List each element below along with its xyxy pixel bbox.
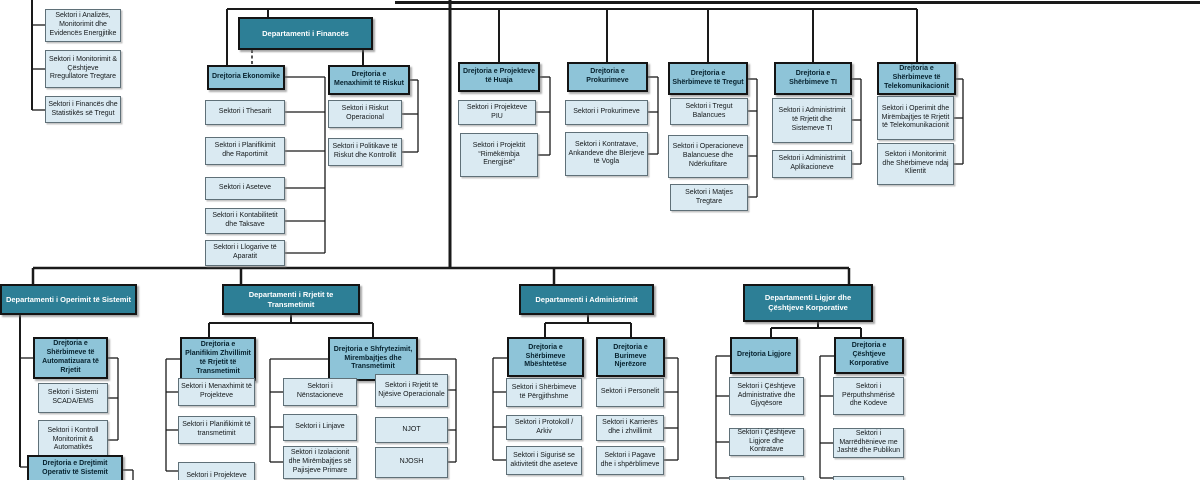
sector-administrimit-aplikacioneve-box: Sektori i Administrimit Aplikacioneve <box>772 150 852 178</box>
sector-prokurimeve-box: Sektori i Prokurimeve <box>565 100 648 125</box>
sector-administrimit-rrjetit-ti-box: Sektori i Administrimit të Rrjetit dhe S… <box>772 98 852 143</box>
sector-projekteve-box: Sektori i Projekteve <box>178 462 255 480</box>
department-rrjetit-transmetimit-box: Departamenti i Rrjetit te Transmetimit <box>222 284 360 315</box>
sector-box-partial-right <box>833 476 904 480</box>
sector-perputhshmerise-kodeve-box: Sektori i Përputhshmërisë dhe Kodeve <box>833 377 904 415</box>
sector-operimit-mirembajtjes-telekom-box: Sektori i Operimit dhe Mirëmbajtjes të R… <box>877 96 954 140</box>
sector-matjes-tregtare-box: Sektori i Matjes Tregtare <box>670 184 748 211</box>
sector-sigurise-aseteve-box: Sektori i Sigurisë se aktivitetit dhe as… <box>506 446 582 475</box>
directorate-ligjore-box: Drejtoria Ligjore <box>730 337 798 374</box>
sector-planifikimit-raportimit-box: Sektori i Planifikimit dhe Raportimit <box>205 137 285 165</box>
sector-kontroll-monitorimit-box: Sektori i Kontroll Monitorimit & Automat… <box>38 420 108 460</box>
directorate-automatizuara-rrjetit-box: Drejtoria e Shërbimeve të Automatizuara … <box>33 337 108 379</box>
department-administrimit-box: Departamenti i Administrimit <box>519 284 654 315</box>
sector-menaxhimit-projekteve-box: Sektori i Menaxhimit të Projekteve <box>178 378 255 406</box>
sector-politikave-riskut-box: Sektori i Politikave të Riskut dhe Kontr… <box>328 138 402 166</box>
directorate-sherbimeve-mbeshtetese-box: Drejtoria e Shërbimeve Mbështetëse <box>507 337 584 377</box>
sector-riskut-operacional-box: Sektori i Riskut Operacional <box>328 100 402 128</box>
directorate-burimeve-njerezore-box: Drejtoria e Burimeve Njerëzore <box>596 337 665 377</box>
sector-rrjetit-njesive-operacionale-box: Sektori i Rrjetit të Njësive Operacional… <box>375 374 448 407</box>
sector-kontratave-ankandeve-box: Sektori i Kontratave, Ankandeve dhe Bler… <box>565 132 648 176</box>
department-ligjor-korporative-box: Departamenti Ligjor dhe Çështjeve Korpor… <box>743 284 873 322</box>
sector-njot-box: NJOT <box>375 417 448 443</box>
directorate-sherbimeve-tregut-box: Drejtoria e Shërbimeve të Tregut <box>668 62 748 95</box>
sector-ceshtjeve-administrative-box: Sektori i Çështjeve Administrative dhe G… <box>729 377 804 415</box>
directorate-ekonomike-box: Drejtoria Ekonomike <box>207 65 285 90</box>
sector-projektit-rimekembja-box: Sektori i Projektit “Rimëkëmbja Energjis… <box>460 133 538 177</box>
sector-finances-statistikes-box: Sektori i Financës dhe Statistikës së Tr… <box>45 96 121 123</box>
department-finances-box: Departamenti i Financës <box>238 17 373 50</box>
sector-izolacionit-pajisjeve-box: Sektori i Izolacionit dhe Mirëmbajtjes s… <box>283 446 357 479</box>
directorate-menaxhimit-riskut-box: Drejtoria e Menaxhimit të Riskut <box>328 65 410 95</box>
sector-aseteve-box: Sektori i Aseteve <box>205 177 285 200</box>
sector-pagave-shperblimeve-box: Sektori i Pagave dhe i shpërblimeve <box>596 446 664 475</box>
sector-llogarive-aparatit-box: Sektori i Llogarive të Aparatit <box>205 240 285 266</box>
sector-sherbimeve-pergjithshme-box: Sektori i Shërbimeve të Përgjithshme <box>506 378 582 407</box>
sector-karrieres-zhvillimit-box: Sektori i Karrierës dhe i zhvillimit <box>596 415 664 441</box>
directorate-shfrytezimit-mirembajtjes-box: Drejtoria e Shfrytezimit, Mirembajtjes d… <box>328 337 418 381</box>
sector-box-partial-left <box>729 476 804 480</box>
sector-nenstacioneve-box: Sektori i Nënstacioneve <box>283 378 357 406</box>
directorate-projekteve-huaja-box: Drejtoria e Projekteve të Huaja <box>458 62 540 92</box>
sector-linjave-box: Sektori i Linjave <box>283 414 357 441</box>
sector-protokoll-arkiv-box: Sektori i Protokoll / Arkiv <box>506 415 582 440</box>
sector-tregut-balancues-box: Sektori i Tregut Balancues <box>670 98 748 125</box>
sector-ceshtjeve-ligjore-kontratave-box: Sektori i Çështjeve Ligjore dhe Kontrata… <box>729 428 804 456</box>
sector-njosh-box: NJOSH <box>375 447 448 478</box>
directorate-prokurimeve-box: Drejtoria e Prokurimeve <box>567 62 648 92</box>
directorate-planifikim-zhvillimit-box: Drejtoria e Planifikim Zhvillimit të Rrj… <box>180 337 256 381</box>
directorate-drejtimit-operativ-box: Drejtoria e Drejtimit Operativ të Sistem… <box>27 455 123 480</box>
department-operimit-sistemit-box: Departamenti i Operimit të Sistemit <box>0 284 137 315</box>
sector-scada-ems-box: Sektori i Sistemi SCADA/EMS <box>38 383 108 413</box>
sector-personelit-box: Sektori i Personelit <box>596 378 664 407</box>
sector-operacioneve-balancuese-box: Sektori i Operacioneve Balancuese dhe Nd… <box>668 135 748 178</box>
sector-kontabilitetit-taksave-box: Sektori i Kontabilitetit dhe Taksave <box>205 208 285 234</box>
sector-marredhenieve-publikun-box: Sektori i Marrëdhënieve me Jashtë dhe Pu… <box>833 428 904 458</box>
sector-analizes-monitorimit-box: Sektori i Analizës, Monitorimit dhe Evid… <box>45 9 121 42</box>
sector-projekteve-piu-box: Sektori i Projekteve PIU <box>458 100 536 125</box>
sector-planifikimit-transmetimit-box: Sektori i Planifikimit të transmetimit <box>178 416 255 444</box>
sector-monitorimit-klientit-box: Sektori i Monitorimit dhe Shërbimeve nda… <box>877 143 954 185</box>
directorate-ceshtjeve-korporative-box: Drejtoria e Çështjeve Korporative <box>834 337 904 374</box>
sector-monitorimit-rregullatore-box: Sektori i Monitorimit & Çështjeve Rregul… <box>45 50 121 88</box>
directorate-telekomunikacionit-box: Drejtoria e Shërbimeve të Telekomunikaci… <box>877 62 956 95</box>
sector-thesarit-box: Sektori i Thesarit <box>205 100 285 125</box>
directorate-sherbimeve-ti-box: Drejtoria e Shërbimeve TI <box>774 62 852 95</box>
